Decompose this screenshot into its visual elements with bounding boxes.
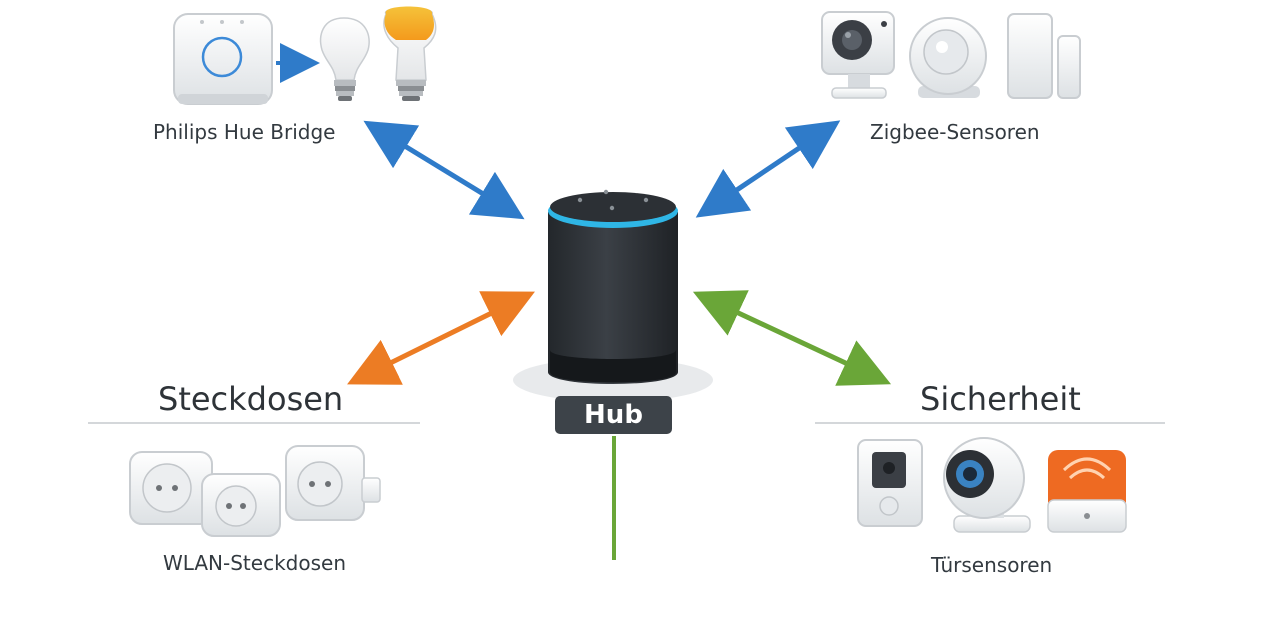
divider-security [815, 422, 1165, 424]
label-door-sensors: Türsensoren [931, 553, 1053, 577]
arrow-hue-hub [363, 120, 525, 220]
arrow-zigbee-hub [695, 120, 841, 218]
smart-plug-icon-1 [129, 451, 213, 525]
siren-icon [1047, 450, 1127, 533]
hub-label-badge: Hub [555, 396, 672, 434]
arrow-plugs-hub [347, 291, 535, 385]
heading-plugs: Steckdosen [158, 380, 344, 418]
zigbee-motion-sensor-icon [909, 17, 987, 98]
zigbee-door-sensor-icon [1007, 13, 1081, 99]
label-zigbee-sensors: Zigbee-Sensoren [870, 120, 1040, 144]
zigbee-camera-icon [821, 11, 895, 99]
white-bulb-icon [319, 17, 370, 101]
security-camera-icon [943, 437, 1031, 533]
arrow-security-hub [692, 290, 892, 386]
heading-security: Sicherheit [920, 380, 1081, 418]
label-wifi-plugs: WLAN-Steckdosen [163, 551, 346, 575]
label-hue-bridge: Philips Hue Bridge [153, 120, 336, 144]
hub-speaker-icon [513, 189, 713, 402]
hue-bridge-device [173, 13, 273, 105]
smart-plug-icon-2 [201, 473, 281, 537]
divider-plugs [88, 422, 420, 424]
video-doorbell-icon [857, 439, 923, 527]
smart-plug-icon-3 [285, 445, 381, 521]
warm-bulb-icon [383, 6, 437, 101]
